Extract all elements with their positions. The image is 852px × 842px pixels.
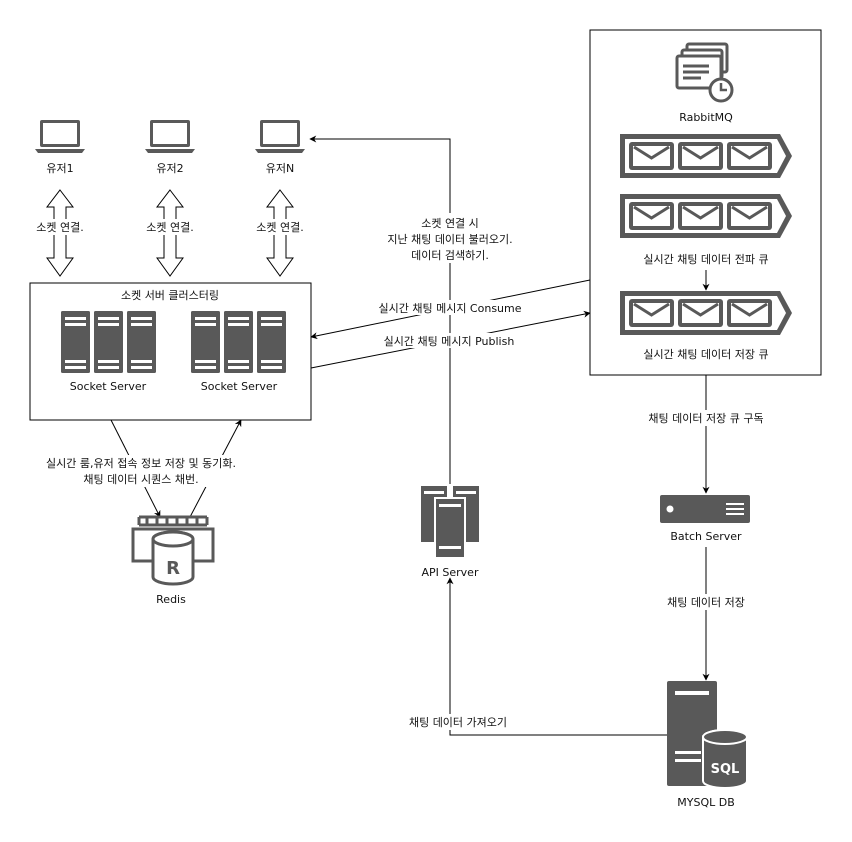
batch-subscribe-label: 채팅 데이터 저장 큐 구독 [648,412,763,425]
rabbitmq-icon [675,42,734,103]
publish-label: 실시간 채팅 메시지 Publish [384,335,515,348]
user-n-label: 유저N [266,162,294,175]
api-server-label: API Server [422,566,479,579]
socket-link-label-n: 소켓 연결. [256,221,303,234]
user-2-label: 유저2 [156,162,183,175]
user-1-laptop-icon [35,120,85,153]
socket-server-1-label: Socket Server [70,380,147,393]
mysql-badge: SQL [711,762,740,777]
api-server-icon [421,486,479,559]
batch-server-label: Batch Server [670,530,742,543]
redis-label: Redis [156,593,186,606]
user-n-laptop-icon [255,120,305,153]
redis-badge: R [166,558,180,579]
user-1-label: 유저1 [46,162,73,175]
redis-icon [131,515,215,586]
queue-broadcast-icon [618,192,794,240]
socket-link-label-1: 소켓 연결. [36,221,83,234]
socket-server-1-icon [61,311,156,373]
mysql-db-icon [667,681,748,789]
queue-1-icon [618,132,794,180]
queue-store-label: 실시간 채팅 데이터 저장 큐 [643,348,768,361]
api-user-label-line-1: 소켓 연결 시 [421,217,479,230]
rabbitmq-label: RabbitMQ [679,111,733,124]
api-from-db-label: 채팅 데이터 가져오기 [409,716,507,729]
mysql-label: MYSQL DB [677,796,735,809]
api-to-user-n-arrow [309,135,451,484]
queue-store-icon [618,289,794,337]
mysql-to-api-arrow [446,577,667,736]
redis-link-label-line-2: 채팅 데이터 시퀀스 채번. [83,473,198,486]
socket-cluster-title: 소켓 서버 클러스터링 [121,289,219,302]
api-user-label-line-3: 데이터 검색하기. [411,248,489,262]
queue-broadcast-label: 실시간 채팅 데이터 전파 큐 [643,253,768,266]
socket-server-2-label: Socket Server [201,380,278,393]
api-user-label-line-2: 지난 채팅 데이터 불러오기. [387,233,512,246]
socket-server-2-icon [191,311,286,373]
batch-server-icon [660,495,750,523]
consume-label: 실시간 채팅 메시지 Consume [378,302,521,315]
batch-store-label: 채팅 데이터 저장 [667,596,745,609]
redis-link-label-line-1: 실시간 룸,유저 접속 정보 저장 및 동기화. [46,457,236,470]
user-2-laptop-icon [145,120,195,153]
socket-link-label-2: 소켓 연결. [146,221,193,234]
